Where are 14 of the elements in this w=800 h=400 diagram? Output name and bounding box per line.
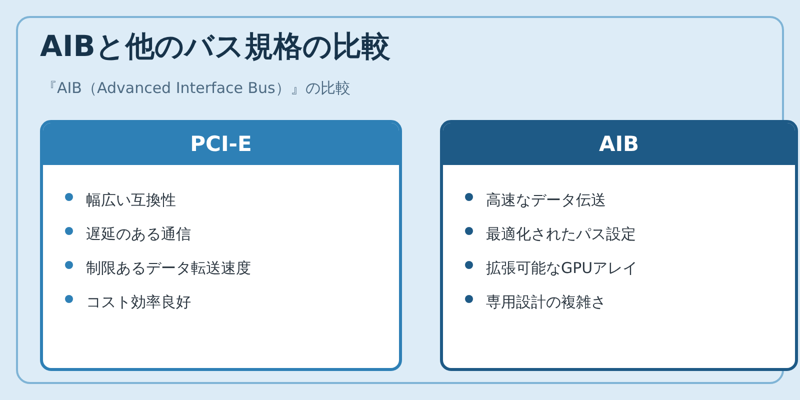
list-item-text: 専用設計の複雑さ <box>486 292 606 312</box>
comparison-card <box>40 120 402 371</box>
list-item-text: 高速なデータ伝送 <box>486 190 606 210</box>
subtitle: 『AIB（Advanced Interface Bus）』の比較 <box>42 78 350 99</box>
card-heading: AIB <box>443 123 795 165</box>
list-item-text: 拡張可能なGPUアレイ <box>486 258 638 278</box>
list-item-text: 制限あるデータ転送速度 <box>86 258 251 278</box>
list-item-text: 最適化されたパス設定 <box>486 224 636 244</box>
comparison-card <box>440 120 798 371</box>
list-item-text: コスト効率良好 <box>86 292 191 312</box>
list-item-text: 幅広い互換性 <box>86 190 176 210</box>
card-heading: PCI-E <box>43 123 399 165</box>
diagram-title: AIBと他のバス規格の比較 <box>40 28 390 65</box>
list-item-text: 遅延のある通信 <box>86 224 191 244</box>
